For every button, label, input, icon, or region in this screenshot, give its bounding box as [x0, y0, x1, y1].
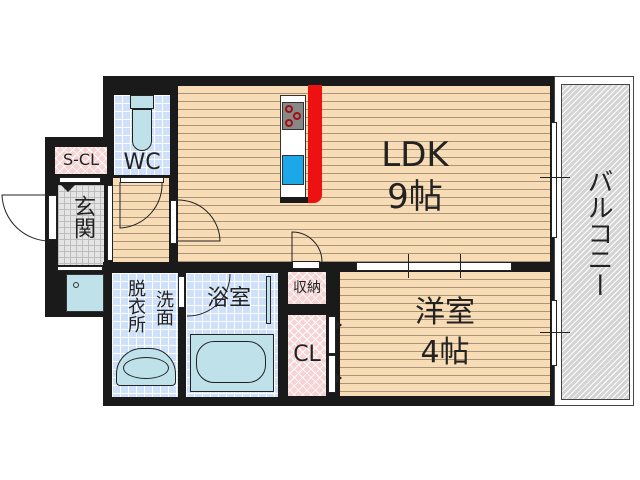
room-western [340, 272, 550, 396]
entrance-door-swing-icon [1, 194, 51, 242]
scl-door[interactable] [59, 177, 101, 183]
room-closet [288, 315, 326, 396]
label-balcony: バルコニー [583, 168, 613, 298]
entrance-door[interactable] [48, 195, 57, 240]
bath-partition-wall [178, 272, 186, 397]
label-ldk-size: 9帖 [387, 177, 443, 217]
bath-door[interactable] [178, 276, 185, 308]
room-ldk [178, 86, 550, 262]
step-marker-icon [61, 185, 75, 192]
closet-door-bottom[interactable] [328, 355, 336, 393]
label-bath: 浴室 [206, 286, 251, 311]
interior-wall [103, 262, 558, 272]
closet-handle-icon [336, 373, 342, 383]
washbasin-icon [116, 348, 176, 386]
ldk-door[interactable] [170, 200, 177, 244]
washing-machine-icon [66, 274, 104, 312]
storage-closet-divider [288, 304, 326, 315]
label-closet: CL [293, 342, 321, 367]
closet-door-top[interactable] [328, 316, 336, 354]
hallway [113, 178, 169, 262]
ldk-door-swing-icon [176, 199, 221, 242]
sliding-partition[interactable] [356, 262, 512, 271]
room-scl [55, 147, 107, 174]
label-ldk: LDK [381, 135, 449, 175]
wc-door-swing-icon [119, 182, 163, 229]
label-entrance: 玄関 [70, 195, 95, 239]
partition-mark [408, 254, 409, 278]
storage-door[interactable] [292, 261, 320, 269]
sink-icon [282, 155, 304, 185]
label-washroom: 洗面 [153, 290, 174, 326]
closet-handle-icon [336, 320, 342, 330]
western-window[interactable] [551, 300, 557, 366]
label-western: 洋室 [415, 295, 475, 330]
room-entrance [58, 185, 104, 265]
kitchen-base [280, 197, 308, 203]
wc-door[interactable] [120, 177, 164, 183]
label-western-size: 4帖 [420, 335, 470, 370]
kitchen-counter-red [308, 85, 322, 203]
entrance-step [57, 266, 103, 271]
shower-rail [266, 276, 271, 324]
closet-partition-wall [278, 272, 288, 397]
window-mark [540, 177, 570, 178]
entrance-hall-partition [107, 185, 113, 261]
label-dressing: 脱衣所 [125, 279, 146, 333]
label-wc: WC [123, 150, 161, 175]
label-storage: 収納 [293, 280, 321, 296]
toilet-icon [130, 95, 154, 151]
bathtub-icon [190, 334, 274, 392]
partition-mark [460, 254, 461, 278]
room-storage [288, 272, 326, 304]
stove-icon [282, 102, 304, 130]
ldk-window[interactable] [551, 122, 557, 238]
bath-door-swing-icon [186, 273, 231, 317]
storage-door-swing-icon [291, 231, 323, 263]
balcony [561, 84, 630, 400]
window-mark [540, 332, 570, 333]
label-scl: S-CL [62, 150, 99, 169]
